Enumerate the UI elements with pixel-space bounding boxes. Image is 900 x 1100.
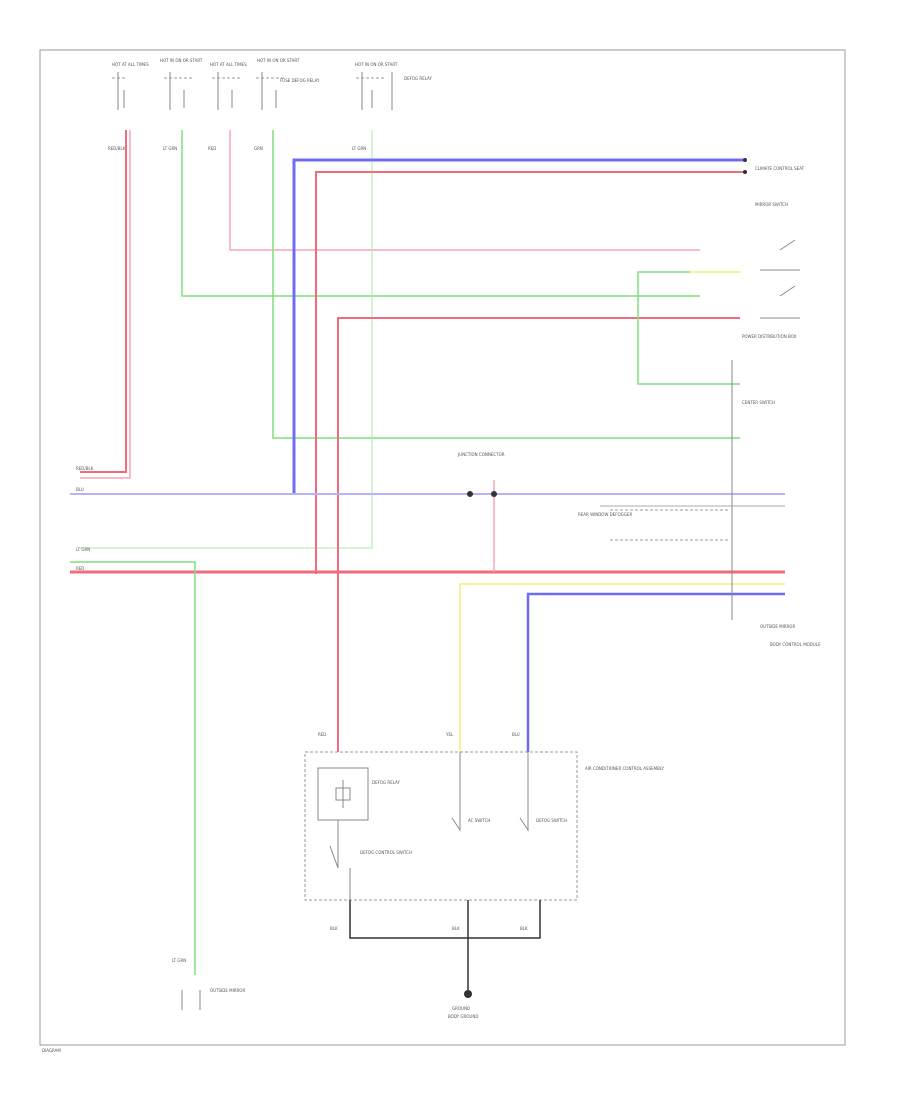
ac-switch-label: AC SWITCH [468,818,490,823]
fuse3-label: HOT AT ALL TIMES [210,62,247,67]
relay-desc-label: DEFOG RELAY [404,76,432,81]
wire-label-2: LT GRN [163,146,177,151]
wire-green-2 [181,130,700,297]
wire-red-relay [337,317,740,752]
wire-label-4: GRN [254,146,263,151]
control-module: DEFOG RELAY DEFOG CONTROL SWITCH AC SWIT… [304,751,665,901]
wire-red-top [315,171,745,574]
mirror-connector: OUTSIDE MIRROR LT GRN [172,958,245,1010]
wire-green-5 [80,130,373,549]
rear-defog-label: REAR WINDOW DEFOGGER [578,512,632,517]
wire-green-4 [272,130,740,439]
fuse-block: HOT AT ALL TIMES HOT IN ON OR START HOT … [112,58,432,110]
module-name-label: AIR CONDITIONER CONTROL ASSEMBLY [585,766,665,771]
fuse-desc-label: FUSE DEFOG RELAY [280,78,320,83]
module-wire-red: RED [318,732,326,737]
wire-blue-top [292,158,745,494]
wire-label-1: RED/BLK [108,146,126,151]
relay-box-label: POWER DISTRIBUTION BOX [742,334,797,339]
ltgrn-bottom: LT GRN [172,958,186,963]
wire-label-3: RED [208,146,216,151]
right-switches [743,158,800,319]
wire-green-loop [637,271,740,385]
wire-pink-left [80,130,131,479]
left-wire-a: RED/BLK [76,466,94,471]
module-wire-yel: YEL [445,732,454,737]
fuse1-label: HOT AT ALL TIMES [112,62,149,67]
wire-red-left [80,130,127,473]
junction-dot-2 [491,491,497,497]
wires [70,130,785,975]
center-switch-label: CENTER SWITCH [742,400,775,405]
ground-point [464,990,472,998]
junction-dot-1 [467,491,473,497]
body-ctrl-label: OUTSIDE MIRROR [760,624,795,629]
wire-yellow-module [459,583,785,752]
blk-label-3: BLK [520,926,528,931]
fuse5-label: HOT IN ON OR START [355,62,398,67]
rear-switch-label: DEFOG SWITCH [536,818,567,823]
left-wire-c: LT GRN [76,547,90,552]
body-module-label: BODY CONTROL MODULE [770,642,821,647]
diagram-frame [39,49,846,1046]
ground-label: GROUND [452,1006,470,1011]
ground-wiring: GROUND BODY GROUND BLK BLK BLK [330,900,541,1019]
left-wire-b: BLU [76,487,84,492]
ccs-label: CLIMATE CONTROL SEAT [755,166,805,171]
blk-label-1: BLK [330,926,338,931]
mirror-label: MIRROR SWITCH [755,202,788,207]
wire-red-3 [229,130,700,251]
junction-label: JUNCTION CONNECTOR [457,452,505,457]
fuse4-label: HOT IN ON OR START [257,58,300,63]
wire-blue-module [526,592,785,752]
defog-relay-label: DEFOG RELAY [372,780,400,785]
ground-desc-label: BODY GROUND [448,1014,478,1019]
wire-label-5: LT GRN [352,146,366,151]
defog-ctrl-label: DEFOG CONTROL SWITCH [360,850,412,855]
fuse2-label: HOT IN ON OR START [160,58,203,63]
blk-label-2: BLK [452,926,460,931]
footer-label: DIAGRAM [42,1048,61,1053]
wire-green-left-h [70,561,196,975]
module-wire-blu: BLU [512,732,520,737]
left-wire-d: RED [76,566,84,571]
mirror-conn-label: OUTSIDE MIRROR [210,988,245,993]
